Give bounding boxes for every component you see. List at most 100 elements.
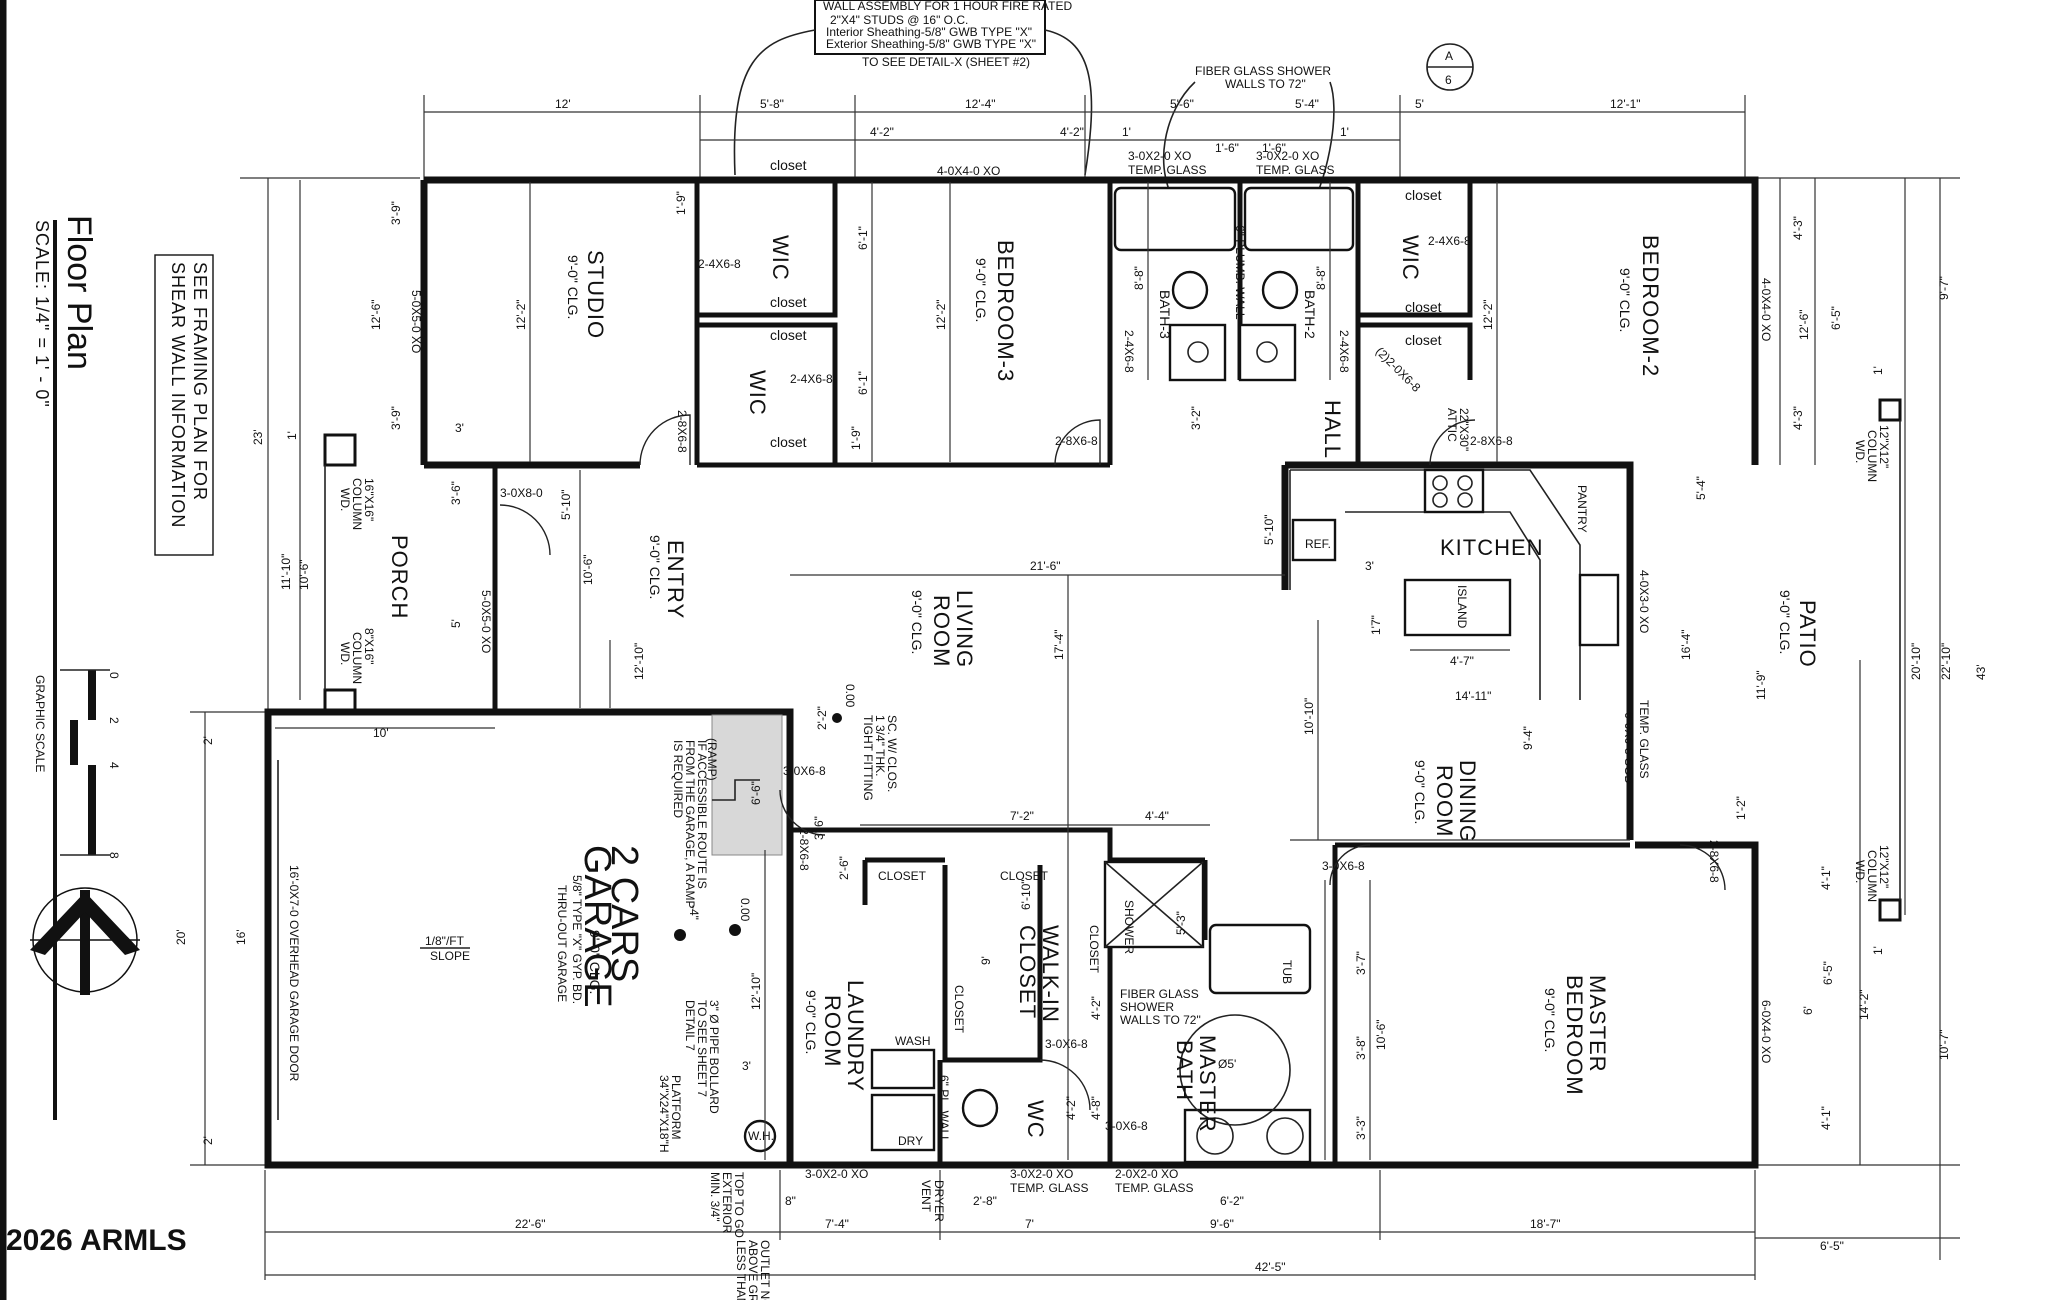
bottom-dimensions: 22'-6" 7'-4" 7' 9'-6" 18'-7" 42'-5" 6'-5…	[264, 1170, 1960, 1280]
svg-text:14'-11": 14'-11"	[1455, 689, 1491, 703]
svg-text:3-0X2-0 XO: 3-0X2-0 XO	[1010, 1167, 1073, 1181]
svg-text:TEMP. GLASS: TEMP. GLASS	[1115, 1181, 1193, 1195]
interior-dimensions: 12'-2" 12'-2" 12'-2" 6'-1" 6'-1" 8'-8" 8…	[275, 182, 1748, 1160]
room-bedroom-3: BEDROOM-3	[993, 240, 1018, 382]
closet-label: closet	[1405, 187, 1442, 203]
svg-text:1'-6": 1'-6"	[1262, 141, 1286, 155]
svg-text:4'-2": 4'-2"	[1064, 1096, 1078, 1120]
room-patio: PATIO	[1795, 600, 1820, 668]
svg-text:OUTLET NOT: OUTLET NOT	[758, 1240, 772, 1300]
svg-text:1': 1'	[1871, 946, 1885, 955]
svg-text:2': 2'	[201, 736, 215, 745]
scale-bar-segment	[88, 765, 96, 855]
patio-column-top	[1878, 398, 1902, 422]
turning-circle	[1179, 1014, 1291, 1126]
svg-text:9': 9'	[979, 956, 993, 965]
svg-text:PLATFORM: PLATFORM	[669, 1075, 683, 1139]
wash-label: WASH	[895, 1034, 931, 1048]
svg-text:TEMP. GLASS: TEMP. GLASS	[1637, 700, 1651, 778]
bath3-toilet	[1171, 270, 1209, 310]
room-laundry-2: ROOM	[820, 995, 845, 1067]
svg-text:5': 5'	[1415, 97, 1424, 111]
scale-bar-segment	[70, 720, 78, 765]
plan-title: Floor Plan	[60, 215, 98, 370]
svg-text:12'-10": 12'-10"	[632, 643, 646, 680]
svg-text:1 3/4" THK.: 1 3/4" THK.	[873, 715, 887, 776]
shear-wall-note-box	[154, 254, 214, 556]
svg-text:22'-10": 22'-10"	[1939, 643, 1953, 680]
svg-text:12'-2": 12'-2"	[1481, 299, 1495, 330]
svg-text:8'-8": 8'-8"	[1132, 266, 1146, 290]
svg-text:6'-5": 6'-5"	[1829, 306, 1843, 330]
island-label: ISLAND	[1455, 585, 1469, 629]
svg-text:4'-2": 4'-2"	[870, 125, 894, 139]
svg-text:8'-8": 8'-8"	[1314, 266, 1328, 290]
right-dimensions: 4'-3" 12'-6" 4'-3" 9'-7" 6'-5" 1' 1' 43'…	[1679, 177, 1988, 1260]
top-dimensions: 12' 5'-8" 12'-4" 4'-2" 4'-2" 5'-6" 5'-4"…	[423, 95, 1746, 180]
svg-text:3-0X2-0 XO: 3-0X2-0 XO	[1128, 149, 1191, 163]
room-garage-1: 2 CARS	[603, 845, 645, 982]
room-walkin-1: WALK-IN	[1038, 925, 1063, 1023]
room-walkin-2: CLOSET	[1015, 925, 1040, 1019]
svg-text:7'-4": 7'-4"	[825, 1217, 849, 1231]
svg-text:17'-4": 17'-4"	[1052, 629, 1066, 660]
svg-text:2-4X6-8: 2-4X6-8	[1337, 330, 1351, 373]
patio-clg: 9'-0" CLG.	[1777, 590, 1793, 654]
svg-text:LESS THAN 6: LESS THAN 6	[734, 1240, 748, 1300]
bedroom2-clg: 9'-0" CLG.	[1617, 268, 1633, 332]
interior-walls	[694, 177, 1630, 1165]
room-living-1: LIVING	[952, 590, 977, 668]
plan-scale: SCALE: 1/4" = 1' - 0"	[32, 220, 52, 408]
svg-text:8"X16": 8"X16"	[362, 628, 376, 665]
svg-text:5'-4": 5'-4"	[1694, 476, 1708, 500]
svg-text:3-0X8-0: 3-0X8-0	[500, 486, 543, 500]
wall-assembly-box	[814, 0, 1046, 55]
svg-text:20': 20'	[174, 929, 188, 945]
section-mark-letter: A	[1445, 49, 1453, 63]
svg-text:3-0X6-8: 3-0X6-8	[1105, 1119, 1148, 1133]
turning-circle-label: Ø5'	[1218, 1057, 1236, 1071]
svg-text:8": 8"	[785, 1194, 796, 1208]
svg-text:4'-2": 4'-2"	[1089, 996, 1103, 1020]
room-garage-2: GARAGE	[576, 845, 618, 1008]
closet-label: closet	[1405, 299, 1442, 315]
svg-text:2'-2": 2'-2"	[815, 706, 829, 730]
svg-text:10'-6": 10'-6"	[581, 554, 595, 585]
closet-label: closet	[770, 157, 807, 173]
svg-text:4'-7": 4'-7"	[1450, 654, 1474, 668]
svg-text:10': 10'	[373, 726, 389, 740]
svg-text:6-0X4-0 XO: 6-0X4-0 XO	[1759, 1000, 1773, 1063]
svg-text:5'-10": 5'-10"	[1262, 514, 1276, 545]
master-tub	[1208, 923, 1312, 995]
wall-assembly-line-2: 2"X4" STUDS @ 16" O.C.	[830, 13, 968, 27]
svg-text:4: 4	[107, 762, 121, 769]
svg-text:2: 2	[107, 717, 121, 724]
svg-text:SEE FRAMING PLAN FOR: SEE FRAMING PLAN FOR	[190, 262, 210, 501]
closet-caps-label: CLOSET	[1087, 925, 1101, 974]
svg-text:10'-7": 10'-7"	[1937, 1029, 1951, 1060]
svg-text:12'-10": 12'-10"	[749, 973, 763, 1010]
svg-text:2-4X6-8: 2-4X6-8	[1122, 330, 1136, 373]
dryer	[870, 1093, 936, 1152]
shower-label: SHOWER	[1122, 900, 1136, 954]
closet-label: closet	[770, 327, 807, 343]
svg-text:2-8X6-8: 2-8X6-8	[1055, 434, 1098, 448]
svg-text:1': 1'	[1122, 125, 1131, 139]
svg-text:3'-8": 3'-8"	[1354, 1036, 1368, 1060]
svg-text:4-0X4-0 XO: 4-0X4-0 XO	[1759, 278, 1773, 341]
see-detail-note: TO SEE DETAIL-X (SHEET #2)	[862, 55, 1030, 69]
svg-text:3" Ø PIPE BOLLARD: 3" Ø PIPE BOLLARD	[707, 1000, 721, 1114]
svg-text:IF ACCESSIBLE ROUTE IS: IF ACCESSIBLE ROUTE IS	[695, 740, 709, 889]
svg-text:FIBER GLASS: FIBER GLASS	[1120, 987, 1199, 1001]
section-mark-sheet: 6	[1445, 73, 1452, 87]
svg-text:4'-4": 4'-4"	[1145, 809, 1169, 823]
svg-text:6'-5": 6'-5"	[1821, 961, 1835, 985]
bath3-sink	[1168, 323, 1227, 382]
room-wic: WIC	[768, 235, 793, 281]
svg-text:1'-6": 1'-6"	[1215, 141, 1239, 155]
svg-text:MIN. 3/4": MIN. 3/4"	[708, 1172, 722, 1222]
attic-label: ATTIC	[1445, 408, 1459, 442]
svg-text:12'-4": 12'-4"	[965, 97, 996, 111]
room-bath-3: BATH-3	[1157, 290, 1173, 339]
plumb-wall-label: 6" PLUMB. WALL	[1233, 225, 1247, 320]
